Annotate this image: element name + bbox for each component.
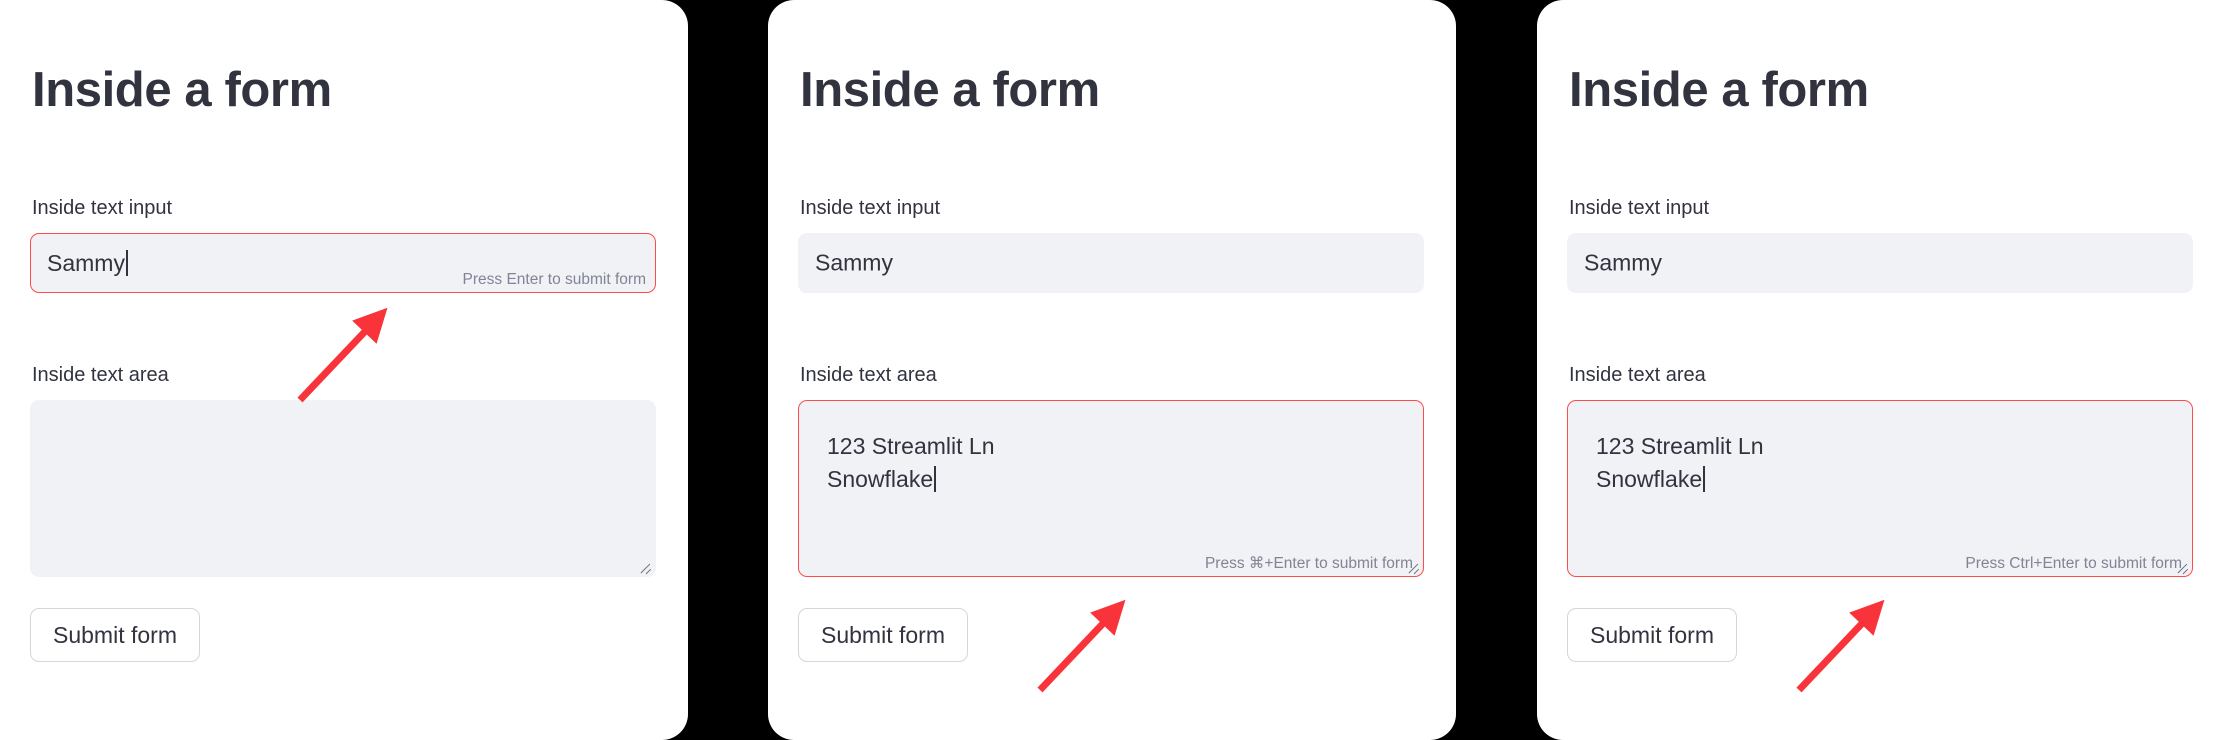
text-area[interactable]: 123 Streamlit Ln Snowflake Press ⌘+Enter…	[798, 400, 1424, 577]
form-card-2: Inside a form Inside text input Sammy In…	[768, 0, 1456, 740]
form-card-1-content: Inside a form Inside text input Sammy Pr…	[0, 0, 688, 740]
text-area[interactable]: 123 Streamlit Ln Snowflake Press Ctrl+En…	[1567, 400, 2193, 577]
text-input-label: Inside text input	[1569, 197, 1710, 219]
text-input-label: Inside text input	[800, 197, 941, 219]
page-title: Inside a form	[800, 63, 1100, 117]
resize-handle-icon[interactable]	[1406, 559, 1420, 575]
resize-handle-icon[interactable]	[2175, 559, 2189, 575]
text-caret-icon	[125, 250, 128, 276]
text-input[interactable]: Sammy	[798, 233, 1424, 293]
submit-form-button[interactable]: Submit form	[798, 608, 968, 662]
text-area-value: 123 Streamlit Ln Snowflake	[1596, 433, 1764, 492]
submit-form-button[interactable]: Submit form	[1567, 608, 1737, 662]
text-area-label: Inside text area	[800, 364, 937, 386]
page-title: Inside a form	[32, 63, 332, 117]
text-input[interactable]: Sammy Press Enter to submit form	[30, 233, 656, 293]
submit-form-button[interactable]: Submit form	[30, 608, 200, 662]
text-area-submit-hint: Press Ctrl+Enter to submit form	[1965, 554, 2182, 572]
text-area-submit-hint: Press ⌘+Enter to submit form	[1204, 554, 1413, 572]
text-area-label: Inside text area	[32, 364, 169, 386]
text-area-value: 123 Streamlit Ln Snowflake	[827, 433, 995, 492]
text-input-submit-hint: Press Enter to submit form	[462, 270, 646, 288]
text-area[interactable]	[30, 400, 656, 577]
page-title: Inside a form	[1569, 63, 1869, 117]
text-input-value: Sammy	[815, 249, 893, 276]
form-card-3: Inside a form Inside text input Sammy In…	[1537, 0, 2224, 740]
form-card-1: Inside a form Inside text input Sammy Pr…	[0, 0, 688, 740]
resize-handle-icon[interactable]	[638, 559, 652, 575]
text-caret-icon	[934, 465, 937, 492]
form-card-3-content: Inside a form Inside text input Sammy In…	[1537, 0, 2224, 740]
form-card-2-content: Inside a form Inside text input Sammy In…	[768, 0, 1456, 740]
text-input-value: Sammy	[1584, 249, 1662, 276]
text-caret-icon	[1703, 465, 1706, 492]
text-input-value: Sammy	[47, 250, 128, 276]
text-area-label: Inside text area	[1569, 364, 1706, 386]
text-input[interactable]: Sammy	[1567, 233, 2193, 293]
text-input-label: Inside text input	[32, 197, 173, 219]
